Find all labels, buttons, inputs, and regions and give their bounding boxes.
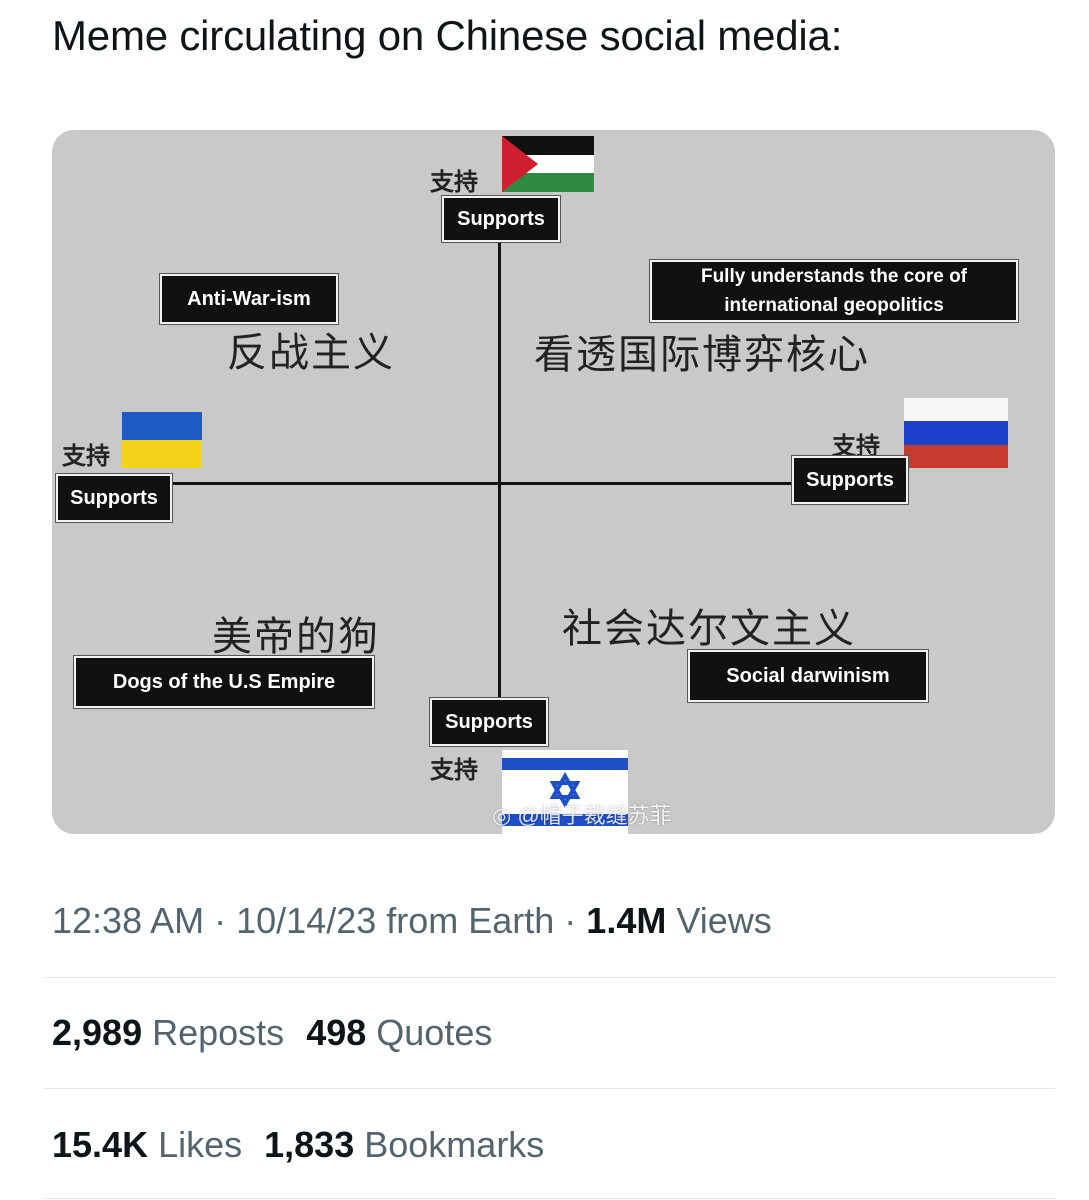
tweet-date-source[interactable]: 10/14/23 from Earth <box>236 900 555 941</box>
anti-war-ism-label: Anti-War-ism <box>159 273 339 325</box>
left-cn-label: 支持 <box>62 441 110 470</box>
horizontal-axis <box>170 482 800 485</box>
right-supports-label: Supports <box>791 455 909 505</box>
tweet-timestamp-row: 12:38 AM · 10/14/23 from Earth · 1.4M Vi… <box>52 900 772 941</box>
views-count: 1.4M <box>586 900 667 941</box>
weibo-icon: ◎ <box>492 803 518 828</box>
israel-flag-icon <box>502 750 628 834</box>
views-label: Views <box>676 900 772 941</box>
us-empire-cn: 美帝的狗 <box>212 614 380 660</box>
reposts-link[interactable]: 2,989 Reposts <box>52 1012 285 1053</box>
palestine-flag-icon <box>502 136 594 192</box>
vertical-axis <box>498 242 501 702</box>
likes-link[interactable]: 15.4K Likes <box>52 1124 243 1165</box>
left-supports-label: Supports <box>55 473 173 523</box>
anti-war-ism-cn: 反战主义 <box>227 330 395 376</box>
bottom-supports-label: Supports <box>429 697 549 747</box>
geopolitics-cn: 看透国际博弈核心 <box>534 332 870 378</box>
social-darwinism-cn: 社会达尔文主义 <box>562 606 856 652</box>
weibo-watermark: ◎ @帽子裁缝苏菲 <box>492 803 672 828</box>
reposts-quotes-row: 2,989 Reposts 498 Quotes <box>52 1012 492 1054</box>
tweet-time[interactable]: 12:38 AM <box>52 900 205 941</box>
tweet-text: Meme circulating on Chinese social media… <box>52 12 843 59</box>
divider <box>44 1088 1055 1089</box>
ukraine-flag-icon <box>122 412 202 468</box>
likes-bookmarks-row: 15.4K Likes 1,833 Bookmarks <box>52 1124 544 1166</box>
social-darwinism-label: Social darwinism <box>687 649 929 703</box>
top-cn-label: 支持 <box>430 167 478 196</box>
meme-image[interactable]: 支持 Supports Anti-War-ism 反战主义 Fully unde… <box>52 130 1055 834</box>
right-cn-label: 支持 <box>832 431 880 460</box>
top-supports-label: Supports <box>441 195 561 243</box>
divider <box>44 977 1055 978</box>
russia-flag-icon <box>904 398 1008 468</box>
bottom-cn-label: 支持 <box>430 755 478 784</box>
quotes-link[interactable]: 498 Quotes <box>306 1012 493 1053</box>
us-empire-label: Dogs of the U.S Empire <box>73 655 375 709</box>
divider <box>44 1198 1055 1199</box>
bookmarks-link[interactable]: 1,833 Bookmarks <box>264 1124 545 1165</box>
geopolitics-label: Fully understands the core of internatio… <box>649 259 1019 323</box>
